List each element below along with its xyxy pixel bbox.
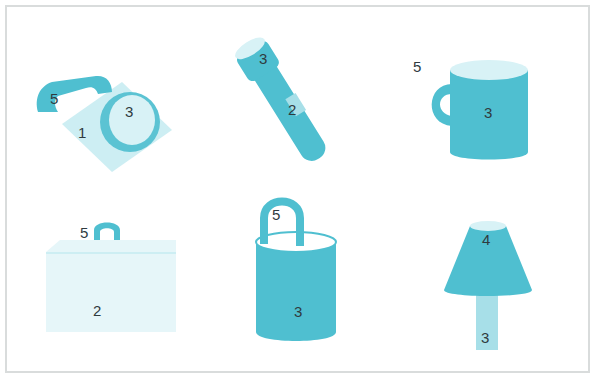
callout-number: 4 [482,231,490,249]
callout-number: 3 [481,329,489,347]
callout-number: 2 [288,101,296,119]
callout-number: 5 [272,206,280,224]
callout-number: 5 [413,58,421,76]
callout-number: 3 [484,104,492,122]
callout-number: 3 [294,303,302,321]
mug-icon [432,60,528,160]
flashlight-icon [231,33,334,168]
lamp-icon [444,221,532,350]
bucket-icon [256,202,336,342]
callout-number: 3 [259,50,267,68]
telephone-icon [37,76,172,172]
callout-number: 5 [50,90,58,108]
frame [6,6,589,372]
callout-number: 3 [125,103,133,121]
callout-number: 5 [80,224,88,242]
briefcase-icon [46,223,176,333]
callout-number: 2 [93,302,101,320]
callout-number: 1 [78,124,86,142]
